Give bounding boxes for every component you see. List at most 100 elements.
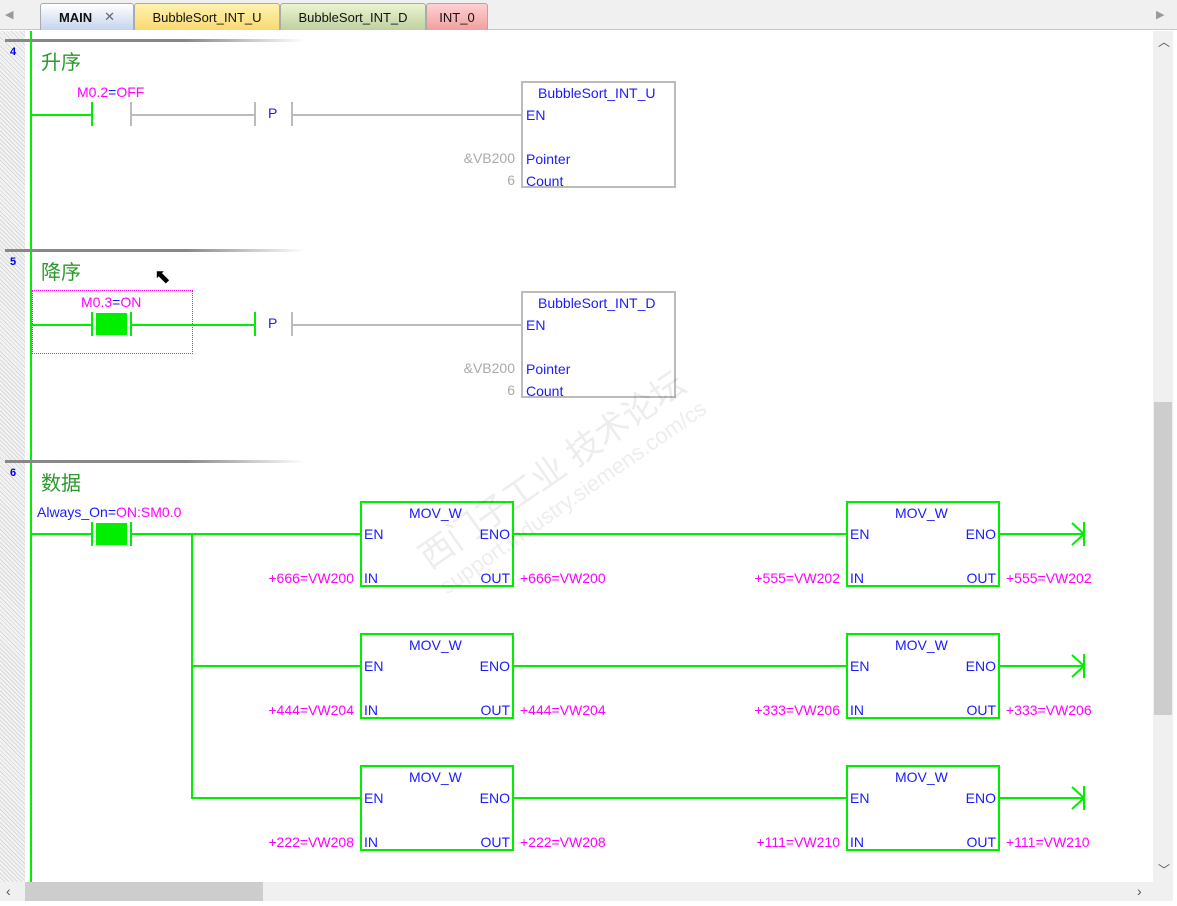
scroll-left-icon[interactable]: ‹ xyxy=(6,883,11,899)
contact-label: M0.2=OFF xyxy=(77,84,145,100)
positive-edge[interactable]: P xyxy=(268,315,278,331)
pin-in: IN xyxy=(364,702,378,718)
close-icon[interactable]: ✕ xyxy=(104,9,116,24)
in-operand[interactable]: +444=VW204 xyxy=(268,702,354,718)
in-operand[interactable]: +555=VW202 xyxy=(754,570,840,586)
wire xyxy=(514,665,847,667)
contact-m0-3[interactable] xyxy=(91,312,132,336)
tab-bubblesort-int-d[interactable]: BubbleSort_INT_D xyxy=(280,3,426,30)
scroll-right-icon[interactable]: › xyxy=(1137,883,1142,899)
wire xyxy=(291,324,523,326)
scroll-down-icon[interactable]: ﹀ xyxy=(1158,863,1171,877)
network-number: 6 xyxy=(10,467,17,479)
tab-label: INT_0 xyxy=(439,9,475,25)
network-number: 4 xyxy=(10,46,17,58)
pin-out: OUT xyxy=(480,834,510,850)
pin-en: EN xyxy=(850,658,870,674)
edge-left xyxy=(254,102,256,126)
tab-scroll-left-icon[interactable]: ◀ xyxy=(5,9,14,21)
block-name: MOV_W xyxy=(409,769,462,785)
block-name: MOV_W xyxy=(895,769,948,785)
in-operand[interactable]: +333=VW206 xyxy=(754,702,840,718)
pin-en: EN xyxy=(364,790,384,806)
horizontal-scrollbar[interactable]: ‹ › xyxy=(0,882,1173,901)
block-name: BubbleSort_INT_U xyxy=(538,85,656,101)
wire xyxy=(1000,665,1084,667)
out-operand[interactable]: +333=VW206 xyxy=(1006,702,1092,718)
tab-main[interactable]: MAIN ✕ xyxy=(40,3,134,30)
pin-count: Count xyxy=(526,383,564,399)
contact-always-on[interactable] xyxy=(91,522,132,546)
pin-en: EN xyxy=(850,790,870,806)
tab-label: BubbleSort_INT_U xyxy=(152,9,262,25)
contact-m0-2[interactable] xyxy=(91,102,93,126)
pin-out: OUT xyxy=(966,570,996,586)
wire xyxy=(131,533,193,535)
mov-w-block[interactable]: MOV_W EN ENO IN OUT xyxy=(846,765,1000,851)
pin-eno: ENO xyxy=(965,526,996,542)
block-name: BubbleSort_INT_D xyxy=(538,295,656,311)
wire xyxy=(291,114,523,116)
pin-eno: ENO xyxy=(479,526,510,542)
horizontal-scroll-thumb[interactable] xyxy=(25,882,263,901)
edge-left xyxy=(254,312,256,336)
pin-out: OUT xyxy=(480,570,510,586)
branch-wire xyxy=(191,797,361,799)
network-title: 升序 xyxy=(41,52,81,74)
out-operand[interactable]: +111=VW210 xyxy=(1006,834,1090,850)
mov-w-block[interactable]: MOV_W EN ENO IN OUT xyxy=(846,633,1000,719)
pin-eno: ENO xyxy=(965,790,996,806)
network-gutter xyxy=(0,31,25,882)
pin-en: EN xyxy=(526,107,546,123)
network-separator xyxy=(5,249,305,252)
mov-w-block[interactable]: MOV_W EN ENO IN OUT xyxy=(846,501,1000,587)
out-operand[interactable]: +222=VW208 xyxy=(520,834,606,850)
pin-in: IN xyxy=(850,702,864,718)
pin-count: Count xyxy=(526,173,564,189)
bubblesort-int-u-block[interactable]: BubbleSort_INT_U EN Pointer Count xyxy=(521,81,676,189)
mov-w-block[interactable]: MOV_W EN ENO IN OUT xyxy=(360,633,514,719)
bubblesort-int-d-block[interactable]: BubbleSort_INT_D EN Pointer Count xyxy=(521,291,676,399)
pin-en: EN xyxy=(364,526,384,542)
selection-box xyxy=(32,290,193,354)
network-title: 降序 xyxy=(41,262,81,284)
out-operand[interactable]: +666=VW200 xyxy=(520,570,606,586)
wire xyxy=(514,533,847,535)
wire xyxy=(32,324,92,326)
pin-en: EN xyxy=(850,526,870,542)
vertical-scroll-thumb[interactable] xyxy=(1154,402,1172,715)
in-operand[interactable]: +111=VW210 xyxy=(756,834,840,850)
out-operand[interactable]: +555=VW202 xyxy=(1006,570,1092,586)
mov-w-block[interactable]: MOV_W EN ENO IN OUT xyxy=(360,501,514,587)
scroll-up-icon[interactable]: ︿ xyxy=(1158,35,1171,49)
tab-label: MAIN xyxy=(58,9,93,25)
wire xyxy=(131,324,255,326)
in-operand[interactable]: +666=VW200 xyxy=(268,570,354,586)
pointer-value: &VB200 xyxy=(463,360,515,376)
count-value: 6 xyxy=(507,172,515,188)
out-operand[interactable]: +444=VW204 xyxy=(520,702,606,718)
output-arrow-icon xyxy=(1071,654,1085,678)
pin-in: IN xyxy=(850,570,864,586)
positive-edge[interactable]: P xyxy=(268,105,278,121)
mov-w-block[interactable]: MOV_W EN ENO IN OUT xyxy=(360,765,514,851)
network-separator xyxy=(5,39,305,42)
block-name: MOV_W xyxy=(409,637,462,653)
in-operand[interactable]: +222=VW208 xyxy=(268,834,354,850)
tab-scroll-right-icon[interactable]: ▶ xyxy=(1156,9,1165,21)
tab-bubblesort-int-u[interactable]: BubbleSort_INT_U xyxy=(134,3,280,30)
contact-label: Always_On=ON:SM0.0 xyxy=(37,504,182,520)
vertical-scrollbar[interactable]: ︿ ﹀ xyxy=(1153,31,1173,882)
wire xyxy=(130,114,255,116)
network-number: 5 xyxy=(10,256,17,268)
network-separator xyxy=(5,460,305,463)
pointer-value: &VB200 xyxy=(463,150,515,166)
tab-int-0[interactable]: INT_0 xyxy=(426,3,488,30)
pin-in: IN xyxy=(850,834,864,850)
pin-eno: ENO xyxy=(479,790,510,806)
network-title: 数据 xyxy=(41,473,81,495)
count-value: 6 xyxy=(507,382,515,398)
pin-out: OUT xyxy=(966,834,996,850)
pin-en: EN xyxy=(364,658,384,674)
wire xyxy=(191,533,361,535)
